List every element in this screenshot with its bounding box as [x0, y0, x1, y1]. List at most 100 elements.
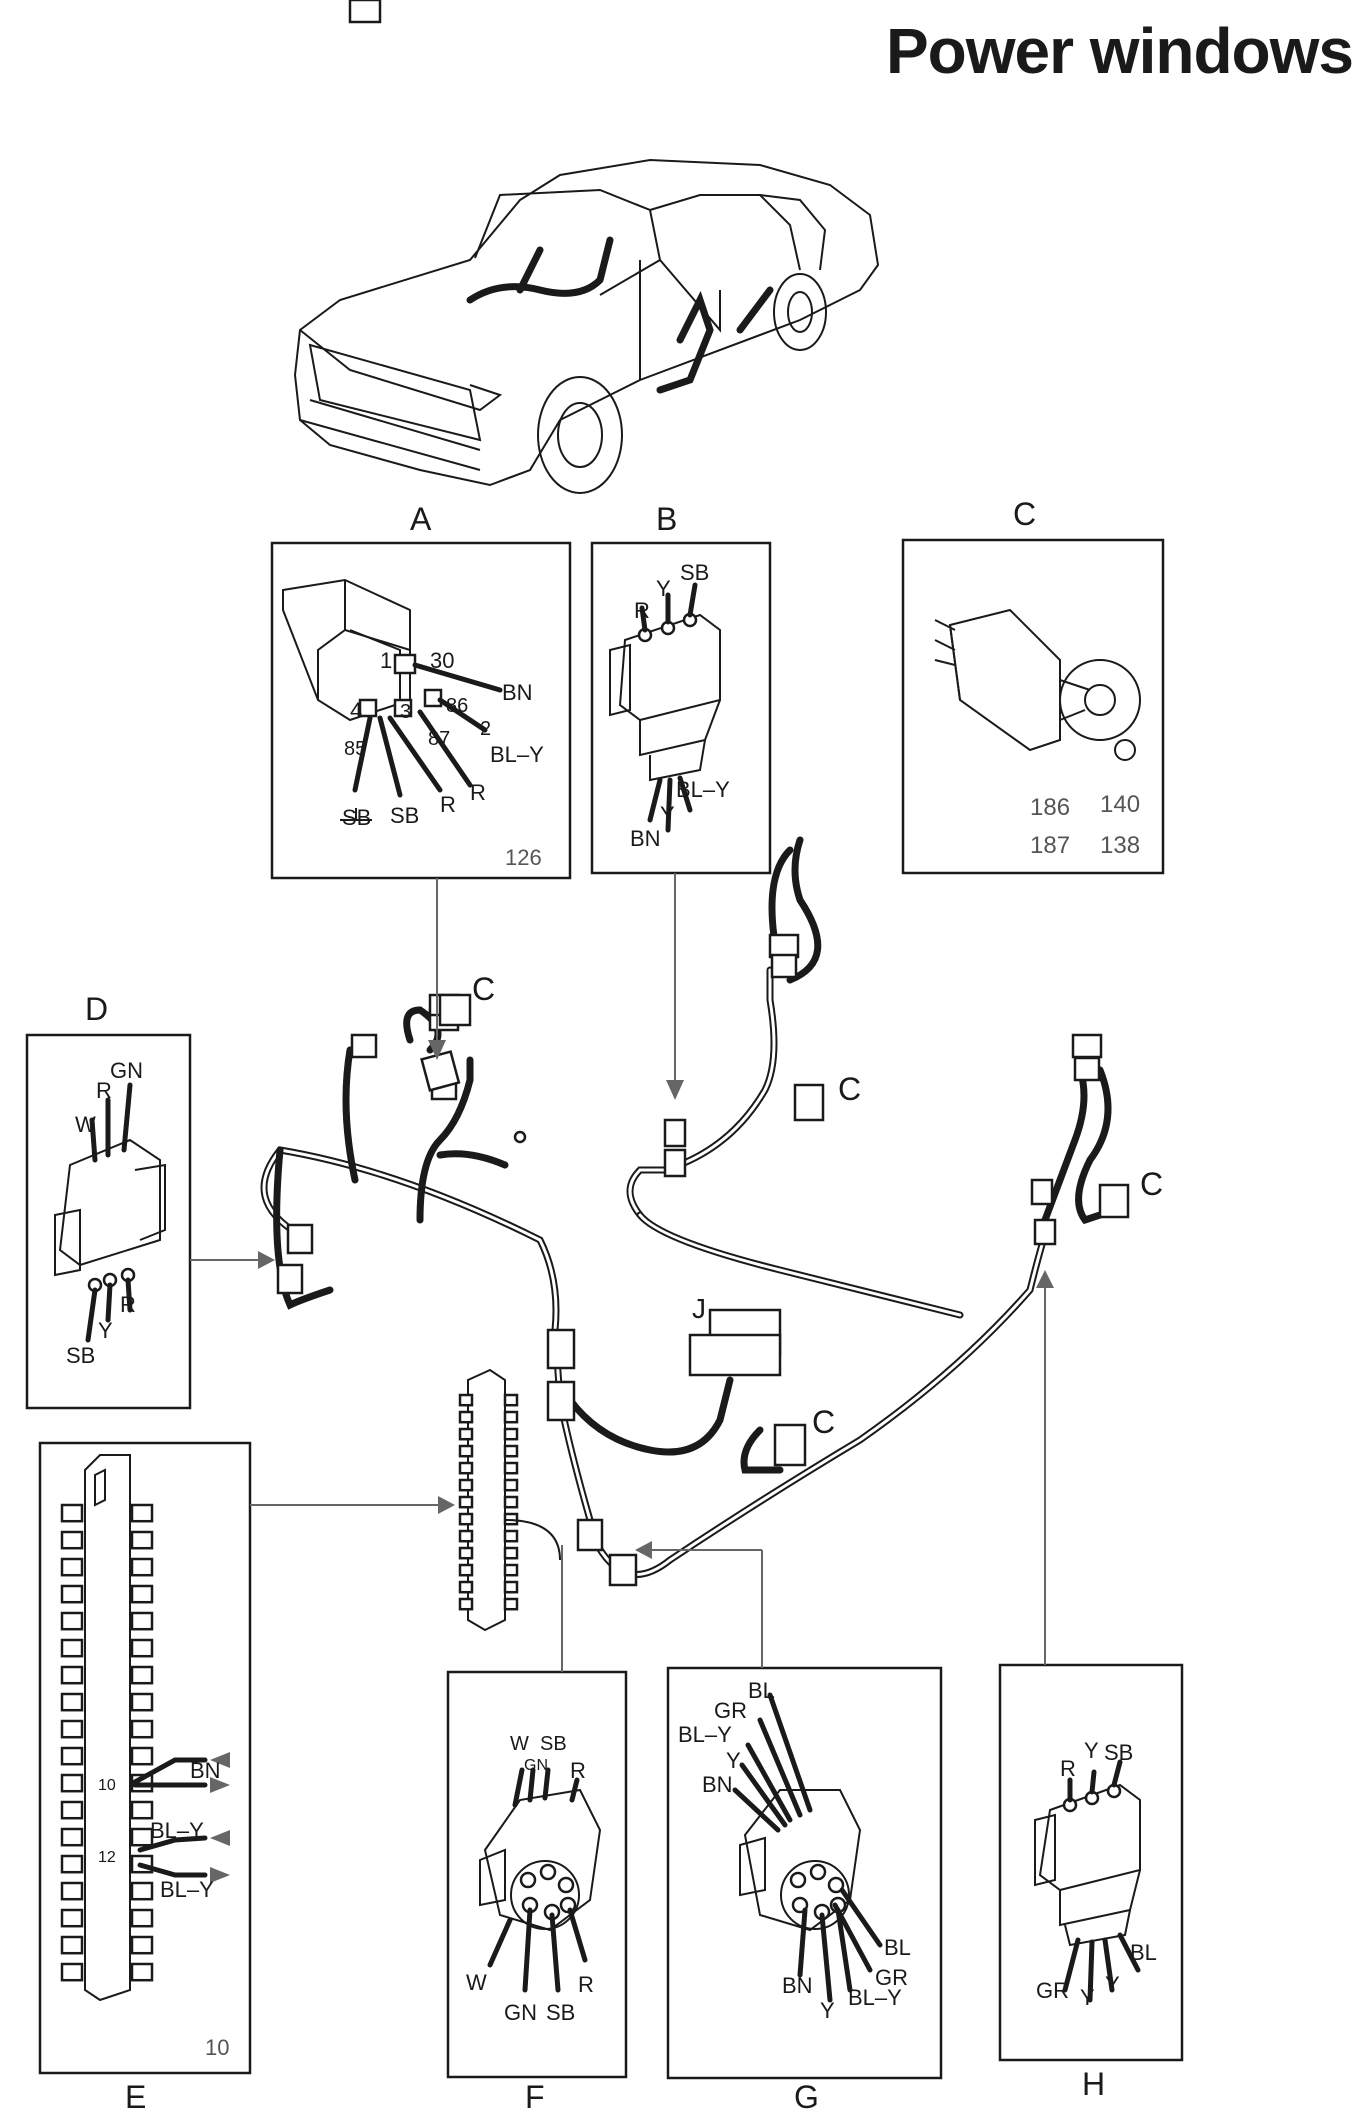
wire-label: Y: [98, 1318, 113, 1343]
fuse-terminal: [458, 1529, 474, 1543]
wire-label: Y: [1105, 1972, 1120, 1997]
fuse-terminal: [60, 1692, 84, 1712]
fuse-terminal: [130, 1800, 154, 1820]
page-ref: 140: [1100, 791, 1140, 818]
page-title: Power windows: [885, 15, 1354, 87]
wire-label: R: [470, 780, 486, 805]
wire-label: BL–Y: [160, 1877, 214, 1902]
fuse-terminal: [458, 1444, 474, 1458]
panel-d-letter: D: [85, 991, 108, 1027]
fuse-terminal: [458, 1427, 474, 1441]
relay-drawing: [282, 578, 443, 722]
wire-label: GN: [504, 2000, 537, 2025]
wire-label: BL–Y: [678, 1722, 732, 1747]
fuse-terminal: [60, 1908, 84, 1928]
panel-a-letter: A: [410, 501, 432, 537]
wire-label: W: [75, 1112, 96, 1137]
wire-label: SB: [680, 560, 709, 585]
panel-h-letter: H: [1082, 2066, 1105, 2102]
panel-h: SB R Y BL GR Y Y H: [998, 1663, 1184, 2102]
wire-label: BL: [1130, 1940, 1157, 1965]
wire-label: Y: [820, 1998, 835, 2023]
fuse-terminal: [130, 1881, 154, 1901]
panel-a: A 1 30 BN 4 3 86 2 87 85 BL–Y: [270, 501, 572, 880]
fuse-terminal: [458, 1461, 474, 1475]
connector-h-drawing: [1034, 1783, 1141, 1947]
pin-label: 86: [446, 695, 468, 717]
fuse-terminal: [503, 1444, 519, 1458]
fuse-terminal: [458, 1478, 474, 1492]
fuse-terminal: [503, 1546, 519, 1560]
page-ref: 126: [505, 845, 542, 870]
callout-c: C: [838, 1071, 861, 1107]
wire-label: Y: [656, 576, 671, 601]
panel-e-letter: E: [125, 2079, 146, 2115]
connector-b-drawing: [609, 612, 721, 782]
fuse-terminal: [60, 1935, 84, 1955]
pin-label: 1: [380, 648, 392, 673]
fuse-number: 12: [98, 1849, 116, 1866]
wire-label: BN: [702, 1772, 733, 1797]
fuse-terminal: [503, 1529, 519, 1543]
fuse-terminal: [130, 1692, 154, 1712]
window-motor-drawing: [934, 608, 1141, 761]
relay-wires: [352, 662, 503, 798]
wire-label: SB: [66, 1343, 95, 1368]
fuse-terminal: [503, 1427, 519, 1441]
wire-label: SB: [540, 1733, 567, 1755]
fuse-terminal: [130, 1530, 154, 1550]
wire-label: SB: [1104, 1740, 1133, 1765]
fuse-terminal: [458, 1512, 474, 1526]
wire-label: R: [634, 598, 650, 623]
callout-c: C: [812, 1404, 835, 1440]
wire-label: Y: [1080, 1985, 1095, 2010]
fuse-terminal: [130, 1503, 154, 1523]
fuse-terminal: [130, 1962, 154, 1982]
pin-label: 4: [350, 698, 362, 723]
fuse-terminal: [130, 1557, 154, 1577]
fuse-terminal: [130, 1719, 154, 1739]
wire-label: BL: [748, 1678, 775, 1703]
callout-c: C: [472, 971, 495, 1007]
fuse-terminal: [60, 1827, 84, 1847]
wire-label: BL–Y: [490, 742, 544, 767]
page-ref: 187: [1030, 832, 1070, 859]
fuse-block-drawing: [84, 1454, 131, 2002]
fuse-terminal: [60, 1611, 84, 1631]
fuse-terminal: [503, 1495, 519, 1509]
fuse-terminal: [60, 1800, 84, 1820]
fuse-terminal: [458, 1410, 474, 1424]
fuse-number: 10: [98, 1777, 116, 1794]
fuse-terminal: [60, 1503, 84, 1523]
wire-label: BN: [782, 1973, 813, 1998]
fuse-terminal: [458, 1597, 474, 1611]
panel-f: W SB GN R W GN SB R F: [446, 1670, 628, 2115]
fuse-terminal: [130, 1584, 154, 1604]
fuse-terminal: [60, 1638, 84, 1658]
fuse-terminal: [458, 1495, 474, 1509]
fuse-terminal: [130, 1935, 154, 1955]
wire-label: GN: [110, 1058, 143, 1083]
pin-label: 3: [400, 701, 411, 723]
fuse-terminal: [60, 1530, 84, 1550]
fuse-terminal: [130, 1611, 154, 1631]
wire-label: GN: [524, 1757, 548, 1774]
fuse-terminal: [503, 1478, 519, 1492]
car-harness-overlay: [466, 236, 774, 394]
panel-g: BL GR BL–Y Y BN BL GR BN Y BL–Y G: [666, 1666, 943, 2115]
fuse-terminal: [458, 1393, 474, 1407]
fuse-terminal: [60, 1962, 84, 1982]
wire-label: W: [466, 1970, 487, 1995]
fuse-terminal: [503, 1393, 519, 1407]
page-ref: 186: [1030, 794, 1070, 821]
panel-b: B SB R Y BL–Y Y BN: [590, 501, 772, 875]
wire-label: R: [1060, 1756, 1076, 1781]
fuse-terminal: [503, 1410, 519, 1424]
pin-label: 87: [428, 728, 450, 750]
panel-e: 10 BN BL–Y 12 BL–Y 10 E: [38, 1441, 252, 2115]
fuse-terminal: [130, 1638, 154, 1658]
wire-label: R: [440, 792, 456, 817]
wire-label: W: [510, 1733, 529, 1755]
callout-c: C: [1140, 1166, 1163, 1202]
wire-label: BL: [884, 1935, 911, 1960]
